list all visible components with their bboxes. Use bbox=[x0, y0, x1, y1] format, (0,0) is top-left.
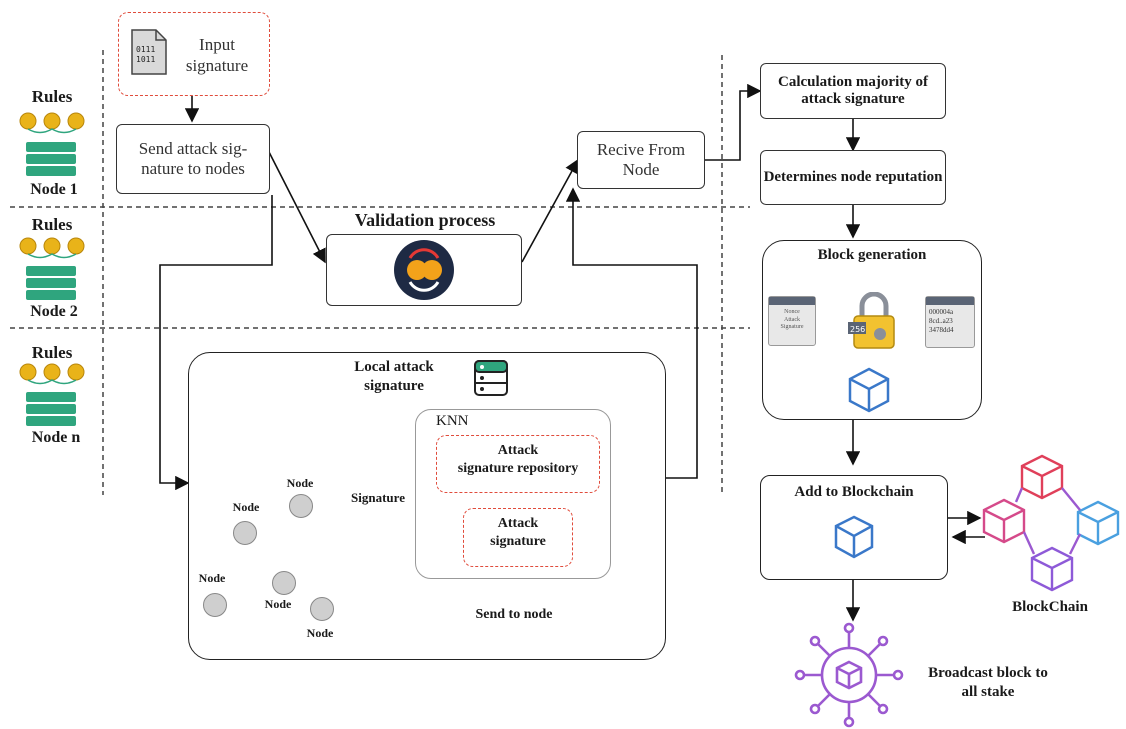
attack-signature-repository-label: Attack signature repository bbox=[457, 443, 579, 476]
add-to-blockchain-title: Add to Blockchain bbox=[794, 484, 914, 500]
svg-text:0111: 0111 bbox=[136, 45, 155, 54]
input-signature-label: Input signature bbox=[185, 35, 249, 76]
broadcast-hub-icon bbox=[794, 622, 904, 728]
block-generation-title: Block generation bbox=[817, 247, 927, 263]
node-label: Node bbox=[232, 500, 260, 514]
node-label-2: Node 2 bbox=[30, 303, 78, 320]
rules-label-2: Rules bbox=[31, 215, 73, 234]
validation-process-box bbox=[326, 234, 522, 306]
rules-label-1: Rules bbox=[31, 87, 73, 106]
nonce-block-text: Nonce Attack Signature bbox=[780, 309, 804, 330]
hash-block-text: 000004a 8cd..a23 3478dd4 bbox=[929, 308, 954, 334]
knn-box bbox=[415, 409, 611, 579]
padlock-icon: 256 bbox=[848, 292, 895, 349]
signature-label: Signature bbox=[351, 490, 405, 505]
coin-icon bbox=[19, 363, 85, 385]
coin-icon bbox=[19, 112, 85, 134]
lock-value: 256 bbox=[850, 325, 865, 334]
hash-block-icon: 000004a 8cd..a23 3478dd4 bbox=[925, 296, 975, 348]
input-signature-box bbox=[118, 12, 270, 96]
cube-icon bbox=[848, 367, 890, 413]
determines-reputation-box: Determines node reputation bbox=[760, 150, 946, 205]
nonce-block-icon: Nonce Attack Signature bbox=[768, 296, 816, 346]
node-circle bbox=[310, 597, 334, 621]
add-to-blockchain-box bbox=[760, 475, 948, 580]
blockchain-network-icon bbox=[982, 454, 1120, 592]
send-attack-signature-box: Send attack sig- nature to nodes bbox=[116, 124, 270, 194]
server-rack-icon bbox=[26, 392, 76, 426]
node-label: Node bbox=[286, 476, 314, 490]
file-binary-icon: 0111 1011 bbox=[131, 29, 167, 75]
send-to-node-label: Send to node bbox=[475, 607, 553, 622]
server-rack-icon bbox=[26, 266, 76, 300]
local-attack-title: Local attack signature bbox=[354, 359, 434, 394]
receive-from-node-box: Recive From Node bbox=[577, 131, 705, 189]
coin-icon bbox=[19, 237, 85, 259]
node-label-1: Node 1 bbox=[30, 181, 78, 198]
node-circle bbox=[203, 593, 227, 617]
node-circle bbox=[272, 571, 296, 595]
node-label-n: Node n bbox=[31, 429, 81, 446]
cube-icon bbox=[834, 515, 874, 559]
attack-signature-box bbox=[463, 508, 573, 567]
calculation-majority-box: Calculation majority of attack signature bbox=[760, 63, 946, 119]
rules-label-n: Rules bbox=[31, 343, 73, 362]
attack-signature-repository-box bbox=[436, 435, 600, 493]
node-label: Node bbox=[306, 626, 334, 640]
node-circle bbox=[289, 494, 313, 518]
validation-process-title: Validation process bbox=[354, 210, 496, 230]
node-label: Node bbox=[198, 571, 226, 585]
blockchain-label: BlockChain bbox=[1012, 599, 1088, 615]
database-icon bbox=[474, 360, 508, 396]
svg-text:1011: 1011 bbox=[136, 55, 155, 64]
validation-cycle-icon bbox=[394, 240, 454, 300]
knn-label: KNN bbox=[436, 413, 469, 429]
node-label: Node bbox=[264, 597, 292, 611]
attack-signature-label: Attack signature bbox=[490, 516, 546, 549]
node-circle bbox=[233, 521, 257, 545]
server-rack-icon bbox=[26, 142, 76, 176]
broadcast-label: Broadcast block to all stake bbox=[928, 665, 1048, 700]
